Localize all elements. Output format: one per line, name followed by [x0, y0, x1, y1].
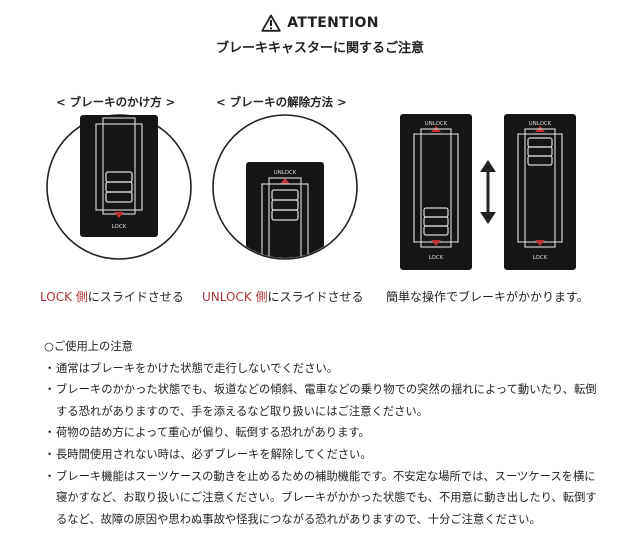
note-text: 荷物の詰め方によって重心が偏り、転倒する恐れがあります。 [56, 426, 370, 440]
arrow-down-icon [535, 240, 545, 246]
note-text: 長時間使用されない時は、必ずブレーキを解除してください。 [56, 447, 372, 461]
device-top-label: UNLOCK [529, 121, 552, 127]
bullet: ・ [44, 361, 56, 375]
caption-unlock-side: UNLOCK 側 [202, 290, 268, 304]
brake-unlock-device: UNLOCK [246, 162, 324, 258]
device-bottom-label: LOCK [429, 255, 444, 261]
bullet: ・ [44, 447, 56, 461]
note-item: ・ ブレーキ機能はスーツケースの動きを止めるための補助機能です。不安定な場所では… [44, 466, 604, 531]
brake-apply-caption: LOCK 側にスライドさせる [40, 288, 184, 305]
usage-notes: ○ご使用上の注意 ・ 通常はブレーキをかけた状態で走行しないでください。 ・ ブ… [44, 336, 604, 530]
brake-comparison-caption: 簡単な操作でブレーキがかかります。 [386, 290, 589, 304]
device-top-label: UNLOCK [425, 121, 448, 127]
note-text: 通常はブレーキをかけた状態で走行しないでください。 [56, 361, 339, 375]
device-locked: UNLOCK LOCK [400, 114, 472, 270]
brake-lock-device: LOCK [80, 115, 158, 237]
brake-apply-illustration: LOCK [44, 112, 194, 262]
note-text: ブレーキのかかった状態でも、坂道などの傾斜、電車などの乗り物での突然の揺れによっ… [56, 383, 597, 418]
caption-rest: にスライドさせる [267, 290, 364, 304]
brake-release-illustration: UNLOCK [210, 112, 360, 262]
page-subtitle: ブレーキキャスターに関するご注意 [215, 41, 424, 56]
note-item: ・ 荷物の詰め方によって重心が偏り、転倒する恐れがあります。 [44, 422, 604, 444]
brake-release-caption: UNLOCK 側にスライドさせる [202, 288, 364, 305]
bullet: ・ [44, 469, 56, 483]
slider-knob [271, 189, 299, 221]
brake-comparison-illustration: UNLOCK LOCK UNLOCK LOCK [398, 112, 578, 272]
warning-icon [261, 14, 281, 32]
brake-release-title: < ブレーキの解除方法 > [216, 95, 347, 109]
note-text: ブレーキ機能はスーツケースの動きを止めるための補助機能です。不安定な場所では、ス… [56, 469, 597, 526]
brake-apply-title: < ブレーキのかけ方 > [56, 95, 176, 109]
device-unlocked: UNLOCK LOCK [504, 114, 576, 270]
note-item: ・ ブレーキのかかった状態でも、坂道などの傾斜、電車などの乗り物での突然の揺れに… [44, 379, 604, 422]
note-item: ・ 長時間使用されない時は、必ずブレーキを解除してください。 [44, 444, 604, 466]
arrow-up-icon [280, 178, 290, 184]
double-arrow-icon [480, 160, 496, 224]
arrow-down-icon [114, 212, 124, 218]
slider-knob [105, 171, 133, 203]
attention-header: ATTENTION [0, 12, 640, 34]
caption-rest: にスライドさせる [87, 290, 184, 304]
device-label-unlock: UNLOCK [274, 170, 297, 176]
device-label-lock: LOCK [112, 224, 127, 230]
device-bottom-label: LOCK [533, 255, 548, 261]
notes-heading: ○ご使用上の注意 [44, 340, 133, 353]
attention-title: ATTENTION [287, 15, 379, 31]
arrow-down-icon [431, 240, 441, 246]
caption-lock-side: LOCK 側 [40, 290, 88, 304]
bullet: ・ [44, 426, 56, 440]
bullet: ・ [44, 383, 56, 397]
note-item: ・ 通常はブレーキをかけた状態で走行しないでください。 [44, 358, 604, 380]
